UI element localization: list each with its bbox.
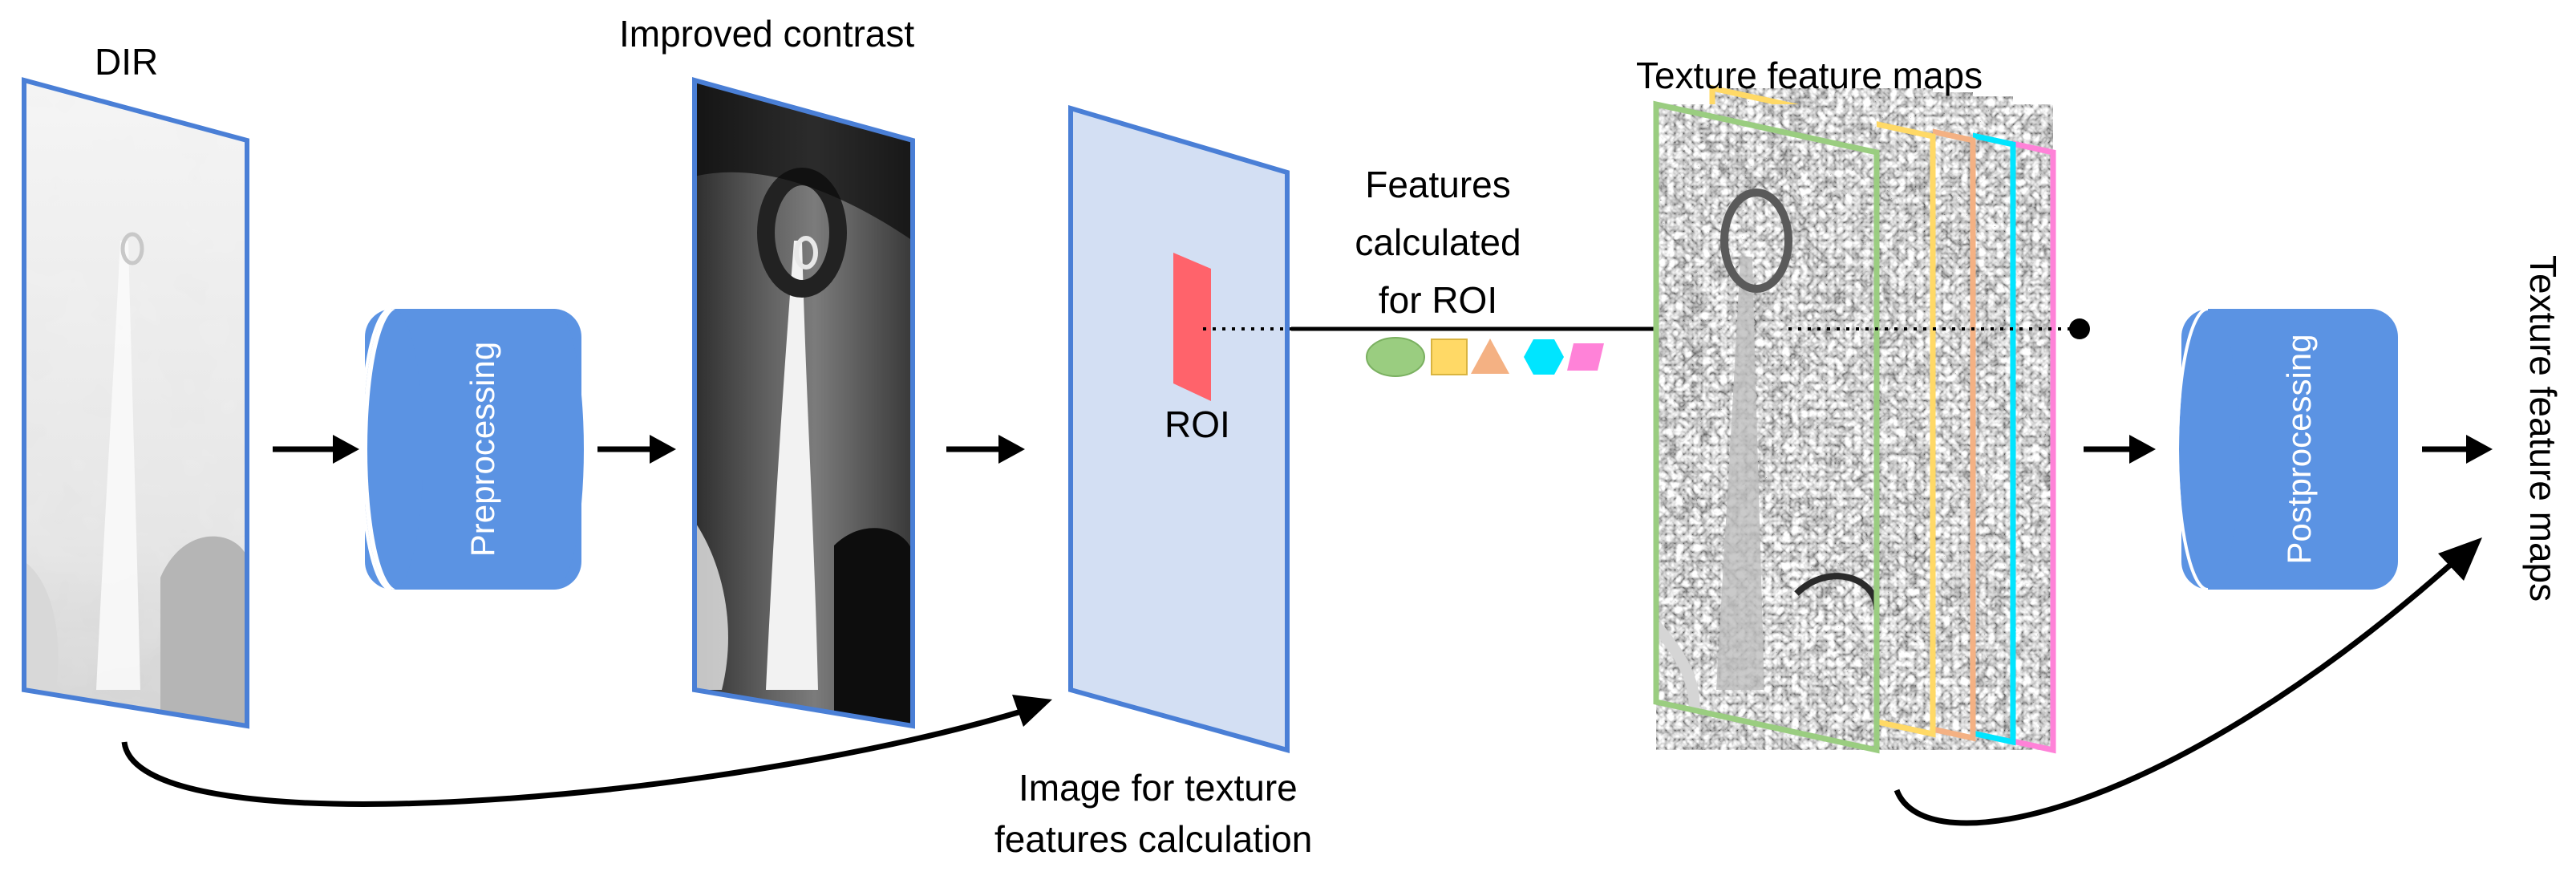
dir-label: DIR [95,41,158,83]
arrow-preprocessing-to-improved [597,435,676,464]
improved-contrast-panel: Improved contrast [619,13,915,730]
feature-square-icon [1432,339,1467,375]
feature-hexagon-icon [1524,339,1564,375]
texture-calculation-plane: ROI Image for texture features calculati… [994,108,1312,860]
feature-ellipse-icon [1367,338,1424,376]
dir-xray-content [24,80,249,730]
arrow-maps-to-postprocessing [2084,435,2156,464]
roi-label: ROI [1164,403,1230,445]
improved-xray-content [695,80,915,730]
plane-caption-line1: Image for texture [1019,767,1298,809]
preprocessing-label: Preprocessing [464,342,501,557]
roi-region [1173,253,1211,401]
plane-caption-line2: features calculation [994,818,1312,860]
texture-feature-maps-stack: Texture feature maps [1636,55,2090,750]
output-texture-maps-label: Texture feature maps [2522,255,2564,602]
postprocessing-label: Postprocessing [2280,334,2318,564]
features-label-line3: for ROI [1379,279,1497,321]
texture-maps-top-label: Texture feature maps [1636,55,1983,96]
dir-image-panel: DIR [24,41,249,730]
features-label-line1: Features [1365,164,1511,205]
improved-contrast-label: Improved contrast [619,13,914,55]
feature-triangle-icon [1471,339,1509,374]
arrow-improved-to-plane [946,435,1025,464]
maps-endpoint-dot [2069,318,2090,339]
preprocessing-block: Preprocessing [361,309,584,590]
map-layer-green [1656,104,1877,750]
postprocessing-block: Postprocessing [2177,309,2398,590]
arrow-postprocessing-to-output [2422,435,2493,464]
features-label-line2: calculated [1355,221,1521,263]
arrow-dir-to-preprocessing [273,435,359,464]
feature-parallelogram-icon [1567,343,1604,371]
